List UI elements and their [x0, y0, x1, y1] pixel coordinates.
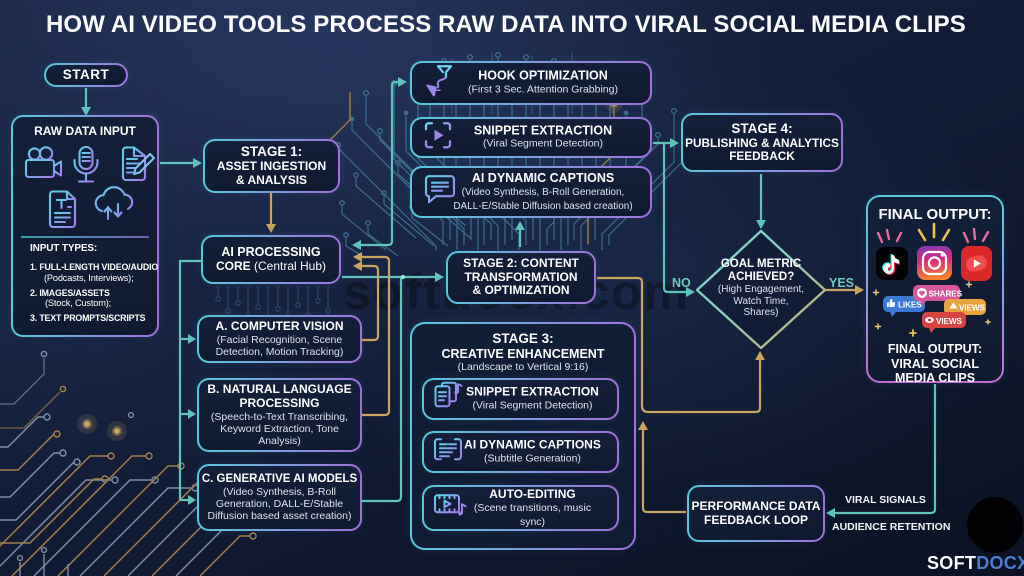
- svg-text:VIEWS: VIEWS: [936, 317, 963, 326]
- svg-text:LIKES: LIKES: [898, 301, 922, 310]
- svg-text:VIEWS: VIEWS: [959, 304, 986, 313]
- svg-text:SHARES: SHARES: [929, 290, 963, 299]
